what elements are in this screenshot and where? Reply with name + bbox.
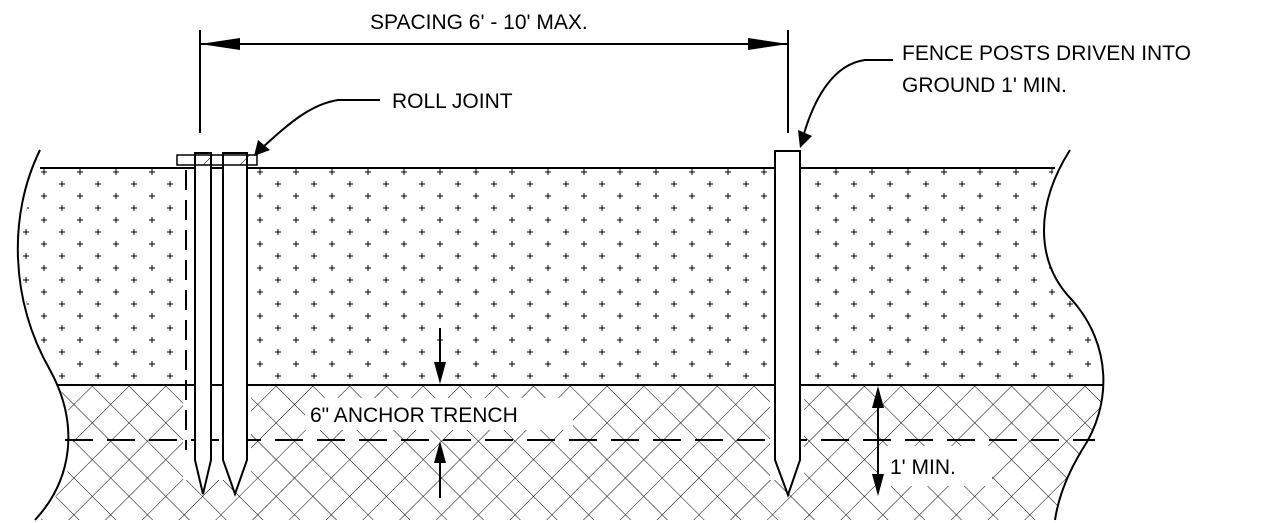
roll-joint-arrowhead: [254, 140, 270, 156]
spacing-dimension: [199, 30, 789, 133]
fence-post-left-a: [194, 152, 212, 495]
roll-joint-leader: [261, 99, 380, 149]
trench-arrow-down: [434, 362, 446, 384]
fence-posts-label-line2: GROUND 1' MIN.: [902, 74, 1067, 97]
min-depth-label: 1' MIN.: [890, 456, 956, 479]
min-depth-arrow-up: [872, 386, 884, 408]
label-knockout-min: [882, 446, 992, 486]
roll-joint-label: ROLL JOINT: [392, 90, 513, 113]
label-knockout-trench: [305, 398, 573, 430]
fence-posts-arrowhead: [798, 130, 812, 148]
right-break-line: [1043, 149, 1105, 521]
min-depth-arrow-down: [872, 474, 884, 496]
fence-post-right: [774, 150, 801, 498]
roll-joint-bar: [176, 154, 258, 166]
trench-arrow-up: [434, 441, 446, 463]
fence-post-left-b: [222, 152, 248, 498]
spacing-label: SPACING 6' - 10' MAX.: [370, 11, 588, 34]
spacing-arrow-left: [200, 38, 240, 50]
spacing-arrow-right: [748, 38, 788, 50]
left-break-line: [16, 149, 70, 521]
fence-posts-label-line1: FENCE POSTS DRIVEN INTO: [902, 42, 1191, 65]
fence-posts-leader: [802, 59, 893, 138]
anchor-trench-label: 6" ANCHOR TRENCH: [310, 404, 518, 427]
